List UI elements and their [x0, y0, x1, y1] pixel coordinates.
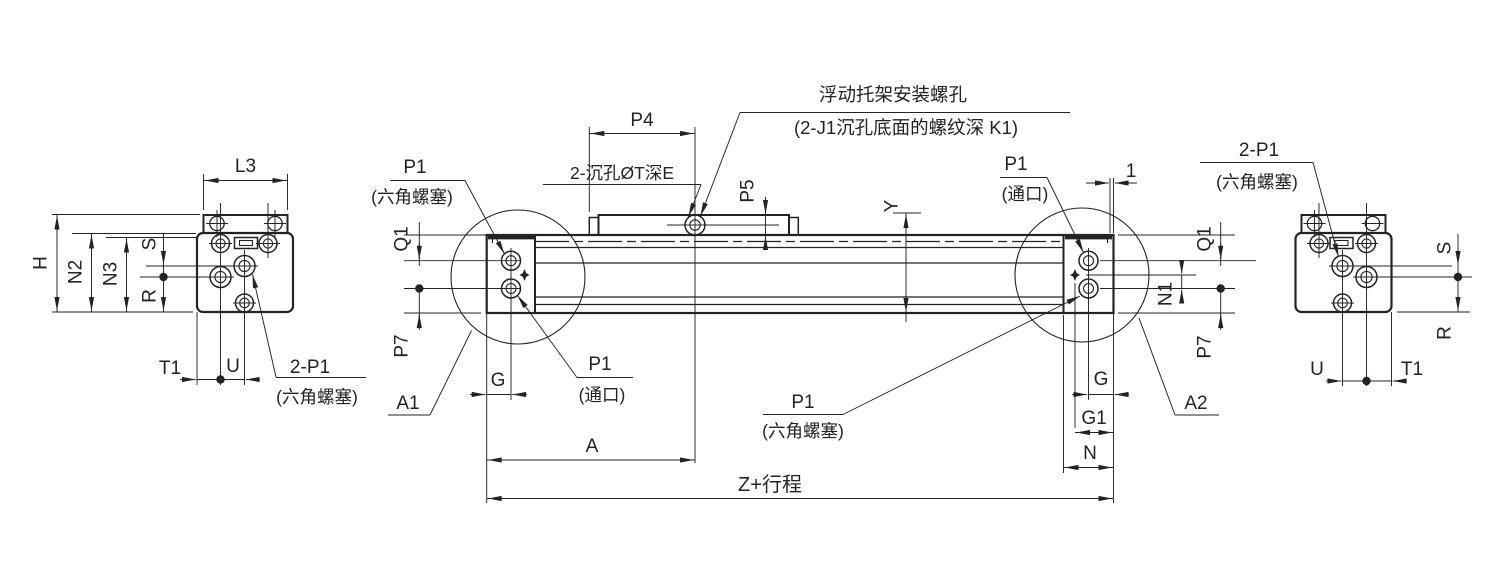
dim-U-T1-right: U T1: [1310, 312, 1423, 386]
callout-label: (2-J1沉孔底面的螺纹深 K1): [794, 117, 1018, 138]
slider-table: [588, 214, 800, 236]
dim-H: H: [31, 214, 200, 313]
cushion-needle-icon: [1070, 269, 1080, 281]
dim-label-s: S: [1435, 242, 1456, 255]
dim-label-1: 1: [1126, 161, 1137, 182]
detail-label-a2: A2: [1138, 317, 1219, 416]
dim-A: A: [486, 313, 695, 503]
callout-label: A1: [396, 393, 419, 414]
dim-P7-left: P7: [392, 284, 520, 358]
dim-Q1-left: Q1: [392, 222, 520, 266]
callout-right-hex-plug: 2-P1 (六角螺塞): [1200, 140, 1339, 258]
dim-label-n3: N3: [101, 262, 122, 286]
dim-Y: Y: [882, 199, 921, 322]
dim-label-n1: N1: [1156, 282, 1177, 306]
callout-label: 浮动托架安装螺孔: [819, 84, 967, 105]
callout-port-bottom-left: P1 (通口): [517, 295, 633, 405]
callout-label: P1: [1004, 154, 1027, 175]
callout-label: P1: [588, 354, 611, 375]
callout-label: P1: [403, 157, 426, 178]
datum-dot: [216, 375, 225, 384]
callout-label: (六角螺塞): [276, 387, 358, 407]
callout-counterbore: 2-沉孔ØT深E: [543, 163, 702, 217]
dim-P4: P4: [588, 110, 696, 463]
dim-Q1-right: Q1: [1100, 222, 1256, 266]
dim-label-p7: P7: [392, 334, 413, 357]
callout-label: P1: [791, 392, 814, 413]
dim-N2: N2: [66, 233, 196, 312]
dim-label-t1: T1: [1401, 359, 1423, 380]
dim-label-n2: N2: [66, 260, 87, 284]
cushion-needle-icon: [519, 269, 530, 281]
callout-label: (通口): [1002, 184, 1049, 204]
callout-left-hex-plug: 2-P1 (六角螺塞): [252, 274, 366, 407]
dim-label-z: Z+行程: [738, 473, 802, 496]
dim-label-u: U: [1310, 359, 1324, 380]
dim-label-q1: Q1: [1195, 226, 1216, 251]
dim-label-g: G: [491, 370, 506, 391]
dim-label-r: R: [140, 289, 161, 303]
dim-label-g: G: [1094, 369, 1109, 390]
dim-N3: N3: [101, 237, 196, 312]
dim-P7-right: P7: [1100, 284, 1235, 359]
cylinder-body: [485, 233, 1115, 315]
dim-R-right: R: [1397, 277, 1470, 340]
dim-label-y: Y: [882, 199, 903, 212]
main-side-view: P4 2-沉孔ØT深E 浮动托架安装螺孔 (2-J1沉孔底面的螺纹深 K1) P…: [371, 84, 1256, 503]
dim-label-u: U: [226, 356, 240, 377]
dim-N: N: [1063, 315, 1114, 473]
callout-label: 2-P1: [1239, 140, 1279, 161]
dim-label-r: R: [1435, 326, 1456, 340]
callout-floating-bracket: 浮动托架安装螺孔 (2-J1沉孔底面的螺纹深 K1): [700, 84, 1070, 217]
dim-one: 1: [1086, 161, 1137, 233]
callout-label: A2: [1184, 393, 1207, 414]
dim-L3: L3: [203, 156, 288, 210]
dim-S: S: [140, 234, 231, 282]
callout-label: 2-沉孔ØT深E: [570, 163, 674, 183]
callout-plug-top-left: P1 (六角螺塞): [371, 157, 505, 255]
dim-N1: N1: [1086, 260, 1196, 306]
right-cap-ports: [1070, 248, 1099, 400]
callout-label: (六角螺塞): [371, 187, 453, 207]
right-end-view: 2-P1 (六角螺塞) S R U T1: [1200, 140, 1472, 386]
callout-label: 2-P1: [290, 357, 330, 378]
callout-plug-bottom-right: P1 (六角螺塞): [762, 295, 1081, 441]
dim-R: R: [140, 277, 167, 312]
datum-dot: [1362, 376, 1371, 386]
dim-label-p5: P5: [738, 179, 759, 202]
callout-label: (通口): [579, 385, 626, 405]
dim-label-a: A: [586, 436, 599, 457]
left-end-view: L3 H N2 N3: [31, 156, 366, 407]
detail-label-a1: A1: [388, 330, 472, 416]
callout-label: (六角螺塞): [762, 421, 844, 441]
dim-label-s: S: [140, 238, 161, 251]
dim-label-h: H: [31, 256, 52, 270]
dim-P5: P5: [738, 179, 769, 251]
callout-port-top-right: P1 (通口): [1000, 154, 1084, 253]
dim-G1: G1: [1074, 283, 1114, 436]
sensor-slot: [233, 236, 259, 250]
dim-label-t1: T1: [159, 358, 181, 379]
dim-label-n: N: [1083, 443, 1097, 464]
detail-circle-a1: [450, 209, 586, 345]
callout-label: (六角螺塞): [1216, 172, 1298, 192]
dim-G-right: G: [1072, 369, 1129, 398]
dim-T1-U: T1 U: [159, 312, 260, 385]
dim-label-g1: G1: [1081, 408, 1106, 429]
dim-label-p7: P7: [1195, 335, 1216, 358]
dim-label-p4: P4: [630, 110, 654, 131]
dim-Z-stroke: Z+行程: [486, 313, 1114, 503]
left-cap-ports: [500, 248, 530, 400]
plate-screw-icon: [1303, 210, 1384, 237]
dim-G-left: G: [470, 370, 527, 398]
dim-label-l3: L3: [235, 156, 256, 177]
dim-label-q1: Q1: [392, 226, 413, 251]
